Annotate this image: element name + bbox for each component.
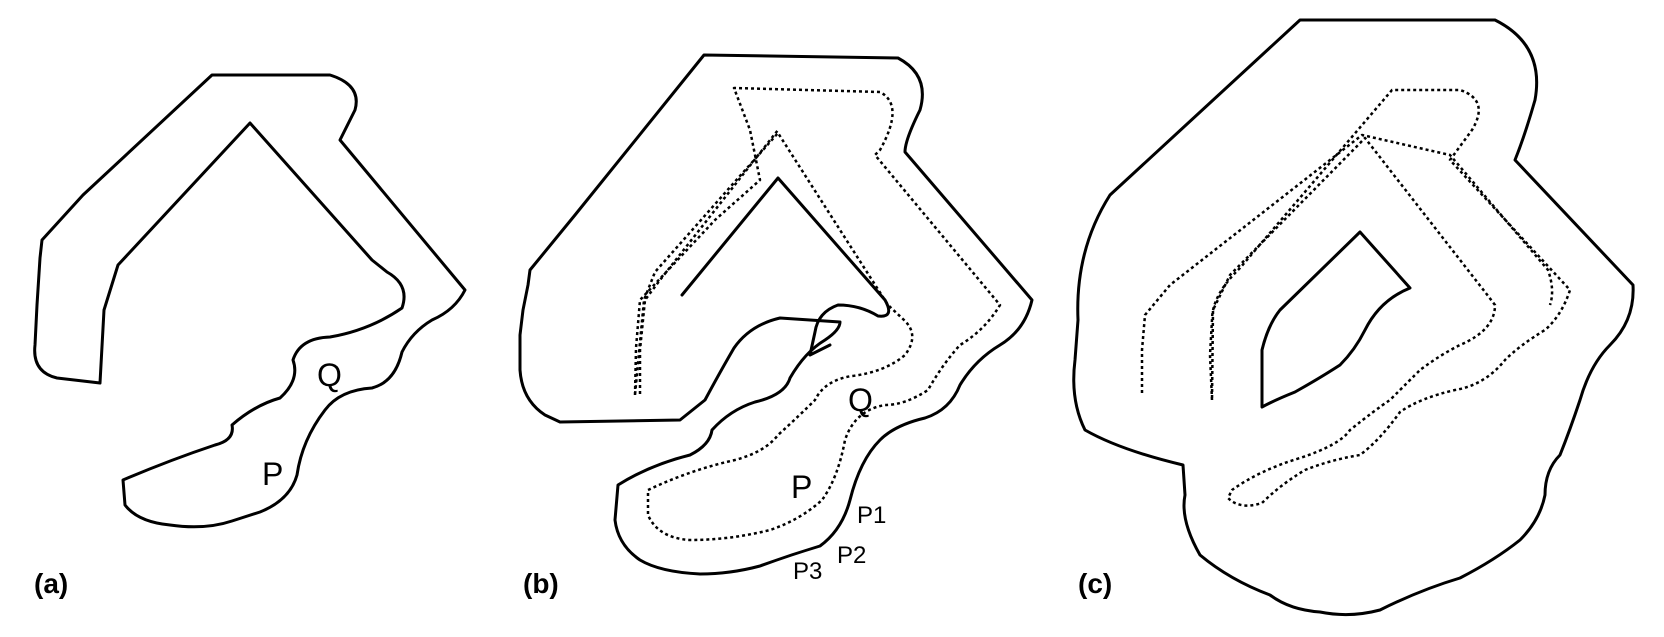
panel-b-point-p2: P2 xyxy=(837,542,866,569)
panel-b-point-p1: P1 xyxy=(857,502,886,529)
panel-b-point-p: P xyxy=(791,469,812,505)
panel-c: (c) xyxy=(1072,18,1635,617)
panel-b-point-p3: P3 xyxy=(793,558,822,585)
panel-a-point-q: Q xyxy=(317,357,342,393)
panel-b: Q P P1 P2 P3 (b) xyxy=(518,53,1034,599)
panel-b-label: (b) xyxy=(523,568,559,599)
panel-a-label: (a) xyxy=(34,568,68,599)
panel-b-original-outline xyxy=(633,86,1002,542)
panel-c-label: (c) xyxy=(1078,568,1112,599)
panel-a: Q P (a) xyxy=(33,73,467,599)
panel-c-outer-outline xyxy=(1208,88,1572,507)
panel-b-inner-outline xyxy=(638,129,779,394)
panel-b-outer-shape xyxy=(518,53,1034,576)
panel-c-inner-hole xyxy=(1260,230,1412,409)
panel-c-inner-outline xyxy=(1140,133,1554,393)
panel-a-shape xyxy=(33,73,467,529)
panel-b-point-q: Q xyxy=(848,382,873,418)
panel-a-point-p: P xyxy=(262,456,283,492)
panel-c-outer-shape xyxy=(1072,18,1635,617)
panel-b-inner-shape xyxy=(680,176,891,357)
